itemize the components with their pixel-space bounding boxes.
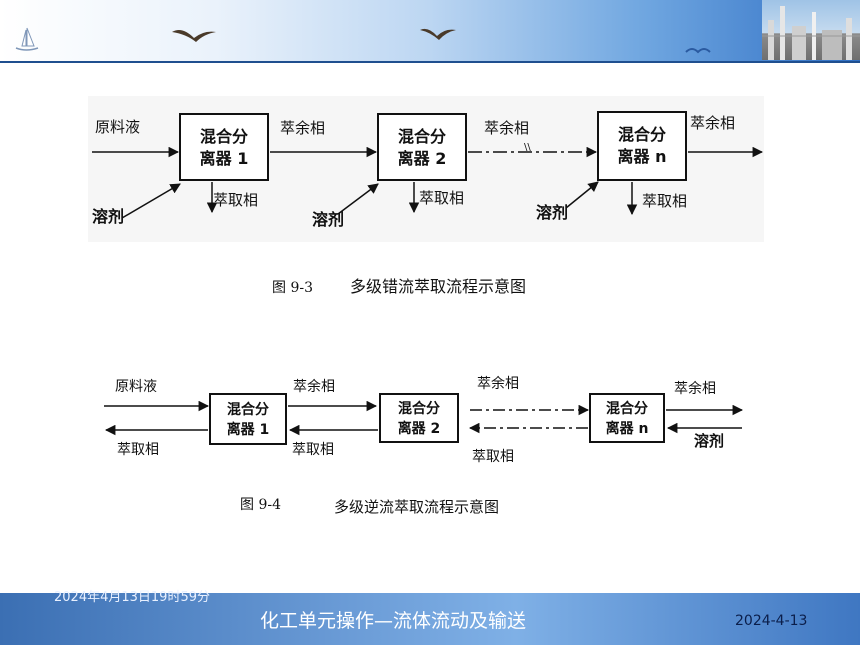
break-mark-1: \\: [524, 142, 531, 153]
solvent-arrow-n: [565, 181, 599, 209]
cc-mixer-settler-n: [589, 393, 665, 443]
mixer-settler-2: [377, 113, 467, 181]
footer-timestamp: 2024年4月13日19时59分: [54, 590, 210, 605]
mixer-settler-n-line1: 混合分: [618, 125, 666, 144]
cc-raffinate-label-2: 萃余相: [477, 375, 519, 392]
cc-mixer-settler-1: [209, 393, 287, 445]
figure1-caption: 多级错流萃取流程示意图: [350, 277, 526, 296]
solvent-arrow-1: [121, 183, 181, 219]
extract-label-2: 萃取相: [419, 189, 464, 207]
cc-solvent-label: 溶剂: [694, 432, 724, 450]
cc-mixer-settler-n-line2: 离器 n: [606, 420, 649, 437]
solvent-label-n: 溶剂: [536, 203, 568, 222]
raffinate-label-1: 萃余相: [280, 119, 325, 137]
cc-extract-label-1: 萃取相: [292, 442, 334, 458]
solvent-label-2: 溶剂: [312, 210, 344, 229]
solvent-arrow-2: [337, 183, 379, 215]
cc-raffinate-label-n: 萃余相: [674, 380, 716, 397]
feed-label-2: 原料液: [115, 379, 157, 395]
figure2-caption: 多级逆流萃取流程示意图: [334, 498, 499, 516]
header-divider: [0, 61, 860, 63]
extract-label-0: 萃取相: [117, 442, 159, 458]
extract-label-1: 萃取相: [213, 191, 258, 209]
mixer-settler-2-line1: 混合分: [398, 127, 446, 146]
bird-icon: [420, 28, 456, 40]
cc-mixer-settler-1-line2: 离器 1: [227, 421, 270, 438]
cc-mixer-settler-2-line2: 离器 2: [398, 420, 441, 437]
extract-label-n: 萃取相: [642, 192, 687, 210]
footer-band: [0, 593, 860, 645]
cc-mixer-settler-2: [379, 393, 459, 443]
cc-mixer-settler-n-line1: 混合分: [606, 400, 648, 417]
raffinate-label-2: 萃余相: [484, 119, 529, 137]
mixer-settler-n: [597, 111, 687, 181]
footer-title: 化工单元操作—流体流动及输送: [260, 610, 527, 632]
figure1-caption-number: 图 9-3: [272, 280, 313, 296]
figure2-caption-number: 图 9-4: [240, 497, 281, 513]
feed-label: 原料液: [95, 118, 140, 136]
cc-extract-label-2: 萃取相: [472, 449, 514, 465]
mixer-settler-1: [179, 113, 269, 181]
cc-mixer-settler-2-line1: 混合分: [398, 400, 440, 417]
mixer-settler-1-line2: 离器 1: [200, 149, 249, 168]
mixer-settler-n-line2: 离器 n: [618, 147, 667, 166]
solvent-label-1: 溶剂: [92, 207, 124, 226]
mixer-settler-1-line1: 混合分: [200, 127, 248, 146]
raffinate-label-n: 萃余相: [690, 114, 735, 132]
bird-icon: [172, 30, 216, 42]
cc-mixer-settler-1-line1: 混合分: [227, 401, 269, 418]
cc-raffinate-label-1: 萃余相: [293, 378, 335, 395]
sailboat-icon: [15, 27, 39, 51]
footer-date: 2024-4-13: [735, 613, 808, 629]
mixer-settler-2-line2: 离器 2: [398, 149, 447, 168]
wave-icon: [685, 48, 711, 54]
refinery-photo: [762, 0, 860, 60]
